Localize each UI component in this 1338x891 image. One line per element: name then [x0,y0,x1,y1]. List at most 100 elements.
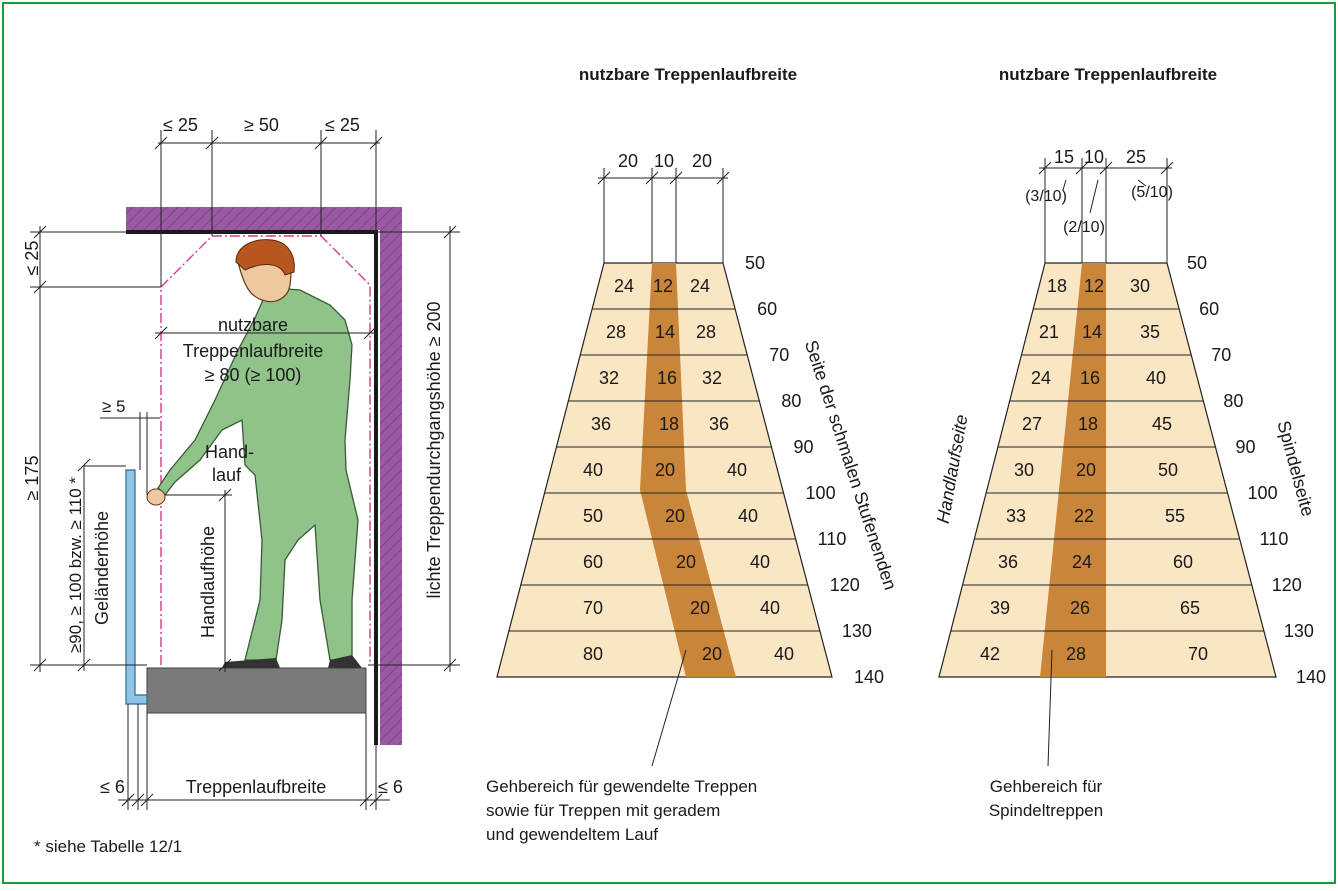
clear-profile-outline [160,235,371,665]
footnote: * siehe Tabelle 12/1 [34,837,182,856]
right-width-label: 110 [1260,529,1289,549]
mid-cell: 80 [583,644,603,664]
mid-caption-2: sowie für Treppen mit geradem [486,801,720,820]
right-cell: 60 [1173,552,1193,572]
mid-cell: 28 [606,322,626,342]
right-cell: 21 [1039,322,1059,342]
mid-width-label: 50 [745,253,765,273]
right-walking-zone [1040,263,1106,677]
dim-ge5: ≥ 5 [102,397,126,416]
right-width-label: 50 [1187,253,1207,273]
right-title: nutzbare Treppenlaufbreite [999,65,1217,84]
mid-width-label: 140 [854,667,884,687]
right-width-label: 140 [1296,667,1326,687]
mid-cell: 40 [738,506,758,526]
right-cell: 35 [1140,322,1160,342]
mid-cell: 14 [655,322,675,342]
dim-left-175: ≥ 175 [22,456,42,501]
left-clearance-drawing: ≤ 25 ≥ 50 ≤ 25 ≤ 25 ≥ 175 ≥90, ≥ 100 bzw… [22,115,460,856]
label-usable-1: nutzbare [218,315,288,335]
right-cell: 55 [1165,506,1185,526]
right-trapezoid-diagram: nutzbare Treppenlaufbreite 50 60 70 80 90 100… [933,65,1326,820]
stair-step [146,667,367,714]
right-cell: 18 [1047,276,1067,296]
right-width-label: 70 [1211,345,1231,365]
right-cell: 18 [1078,414,1098,434]
wall-hatch [380,207,402,745]
right-cell: 40 [1146,368,1166,388]
right-cell: 36 [998,552,1018,572]
right-cell: 50 [1158,460,1178,480]
right-cell: 42 [980,644,1000,664]
mid-width-label: 110 [818,529,847,549]
mid-title: nutzbare Treppenlaufbreite [579,65,797,84]
mid-trapezoid-diagram: nutzbare Treppenlaufbreite 50 60 70 80 90 100… [486,65,901,844]
mid-dim-3: 20 [692,151,712,171]
right-cell: 12 [1084,276,1104,296]
mid-caption-3: und gewendeltem Lauf [486,825,658,844]
dim-top-right: ≤ 25 [325,115,360,135]
label-handlauf-2: lauf [212,465,242,485]
mid-cell: 28 [696,322,716,342]
right-cell: 30 [1130,276,1150,296]
mid-side-label: Seite der schmalen Stufenenden [801,338,901,593]
right-width-label: 90 [1235,437,1255,457]
mid-cell: 50 [583,506,603,526]
right-cell: 24 [1031,368,1051,388]
right-cell: 33 [1006,506,1026,526]
mid-cell: 40 [760,598,780,618]
label-handlauf-1: Hand- [205,442,254,462]
right-top-dimension-lines [1038,158,1174,767]
mid-walking-zone [640,263,736,677]
mid-cell: 12 [653,276,673,296]
label-headroom: lichte Treppendurchgangshöhe ≥ 200 [424,301,444,598]
mid-cell: 20 [690,598,710,618]
label-gelaenderhoehe: Geländerhöhe [92,511,112,625]
right-cell: 14 [1082,322,1102,342]
mid-cell: 20 [702,644,722,664]
right-cell: 16 [1080,368,1100,388]
dim-left-top: ≤ 25 [22,241,42,276]
right-width-label: 120 [1272,575,1302,595]
right-cell: 27 [1022,414,1042,434]
dim-bottom-right: ≤ 6 [378,777,403,797]
mid-cell: 60 [583,552,603,572]
right-cell: 45 [1152,414,1172,434]
mid-width-label: 90 [793,437,813,457]
mid-width-label: 70 [769,345,789,365]
dim-top-left: ≤ 25 [163,115,198,135]
ceiling-hatch [126,207,402,230]
right-dim-2: 10 [1084,147,1104,167]
right-cell: 24 [1072,552,1092,572]
mid-cell: 36 [709,414,729,434]
right-cell: 28 [1066,644,1086,664]
right-width-label: 100 [1248,483,1278,503]
railing [125,469,148,705]
right-cell: 22 [1074,506,1094,526]
mid-width-label: 100 [806,483,836,503]
label-usable-2: Treppenlaufbreite [183,341,323,361]
mid-cell: 18 [659,414,679,434]
dim-bottom-mid: Treppenlaufbreite [186,777,326,797]
right-frac-right: (5/10) [1131,184,1173,201]
mid-cell: 40 [727,460,747,480]
mid-cell: 40 [750,552,770,572]
right-cell: 39 [990,598,1010,618]
mid-cell: 20 [665,506,685,526]
mid-cell: 40 [583,460,603,480]
right-cell: 70 [1188,644,1208,664]
dim-left-rail: ≥90, ≥ 100 bzw. ≥ 110 * [66,477,85,653]
right-cell: 26 [1070,598,1090,618]
right-width-label: 130 [1284,621,1314,641]
mid-cell: 36 [591,414,611,434]
right-side-left: Handlaufseite [933,413,972,525]
mid-dim-1: 20 [618,151,638,171]
right-cell: 30 [1014,460,1034,480]
mid-cell: 24 [614,276,634,296]
right-cell: 20 [1076,460,1096,480]
right-width-label: 60 [1199,299,1219,319]
right-width-label: 80 [1223,391,1243,411]
left-top-dimension-lines [30,130,460,810]
